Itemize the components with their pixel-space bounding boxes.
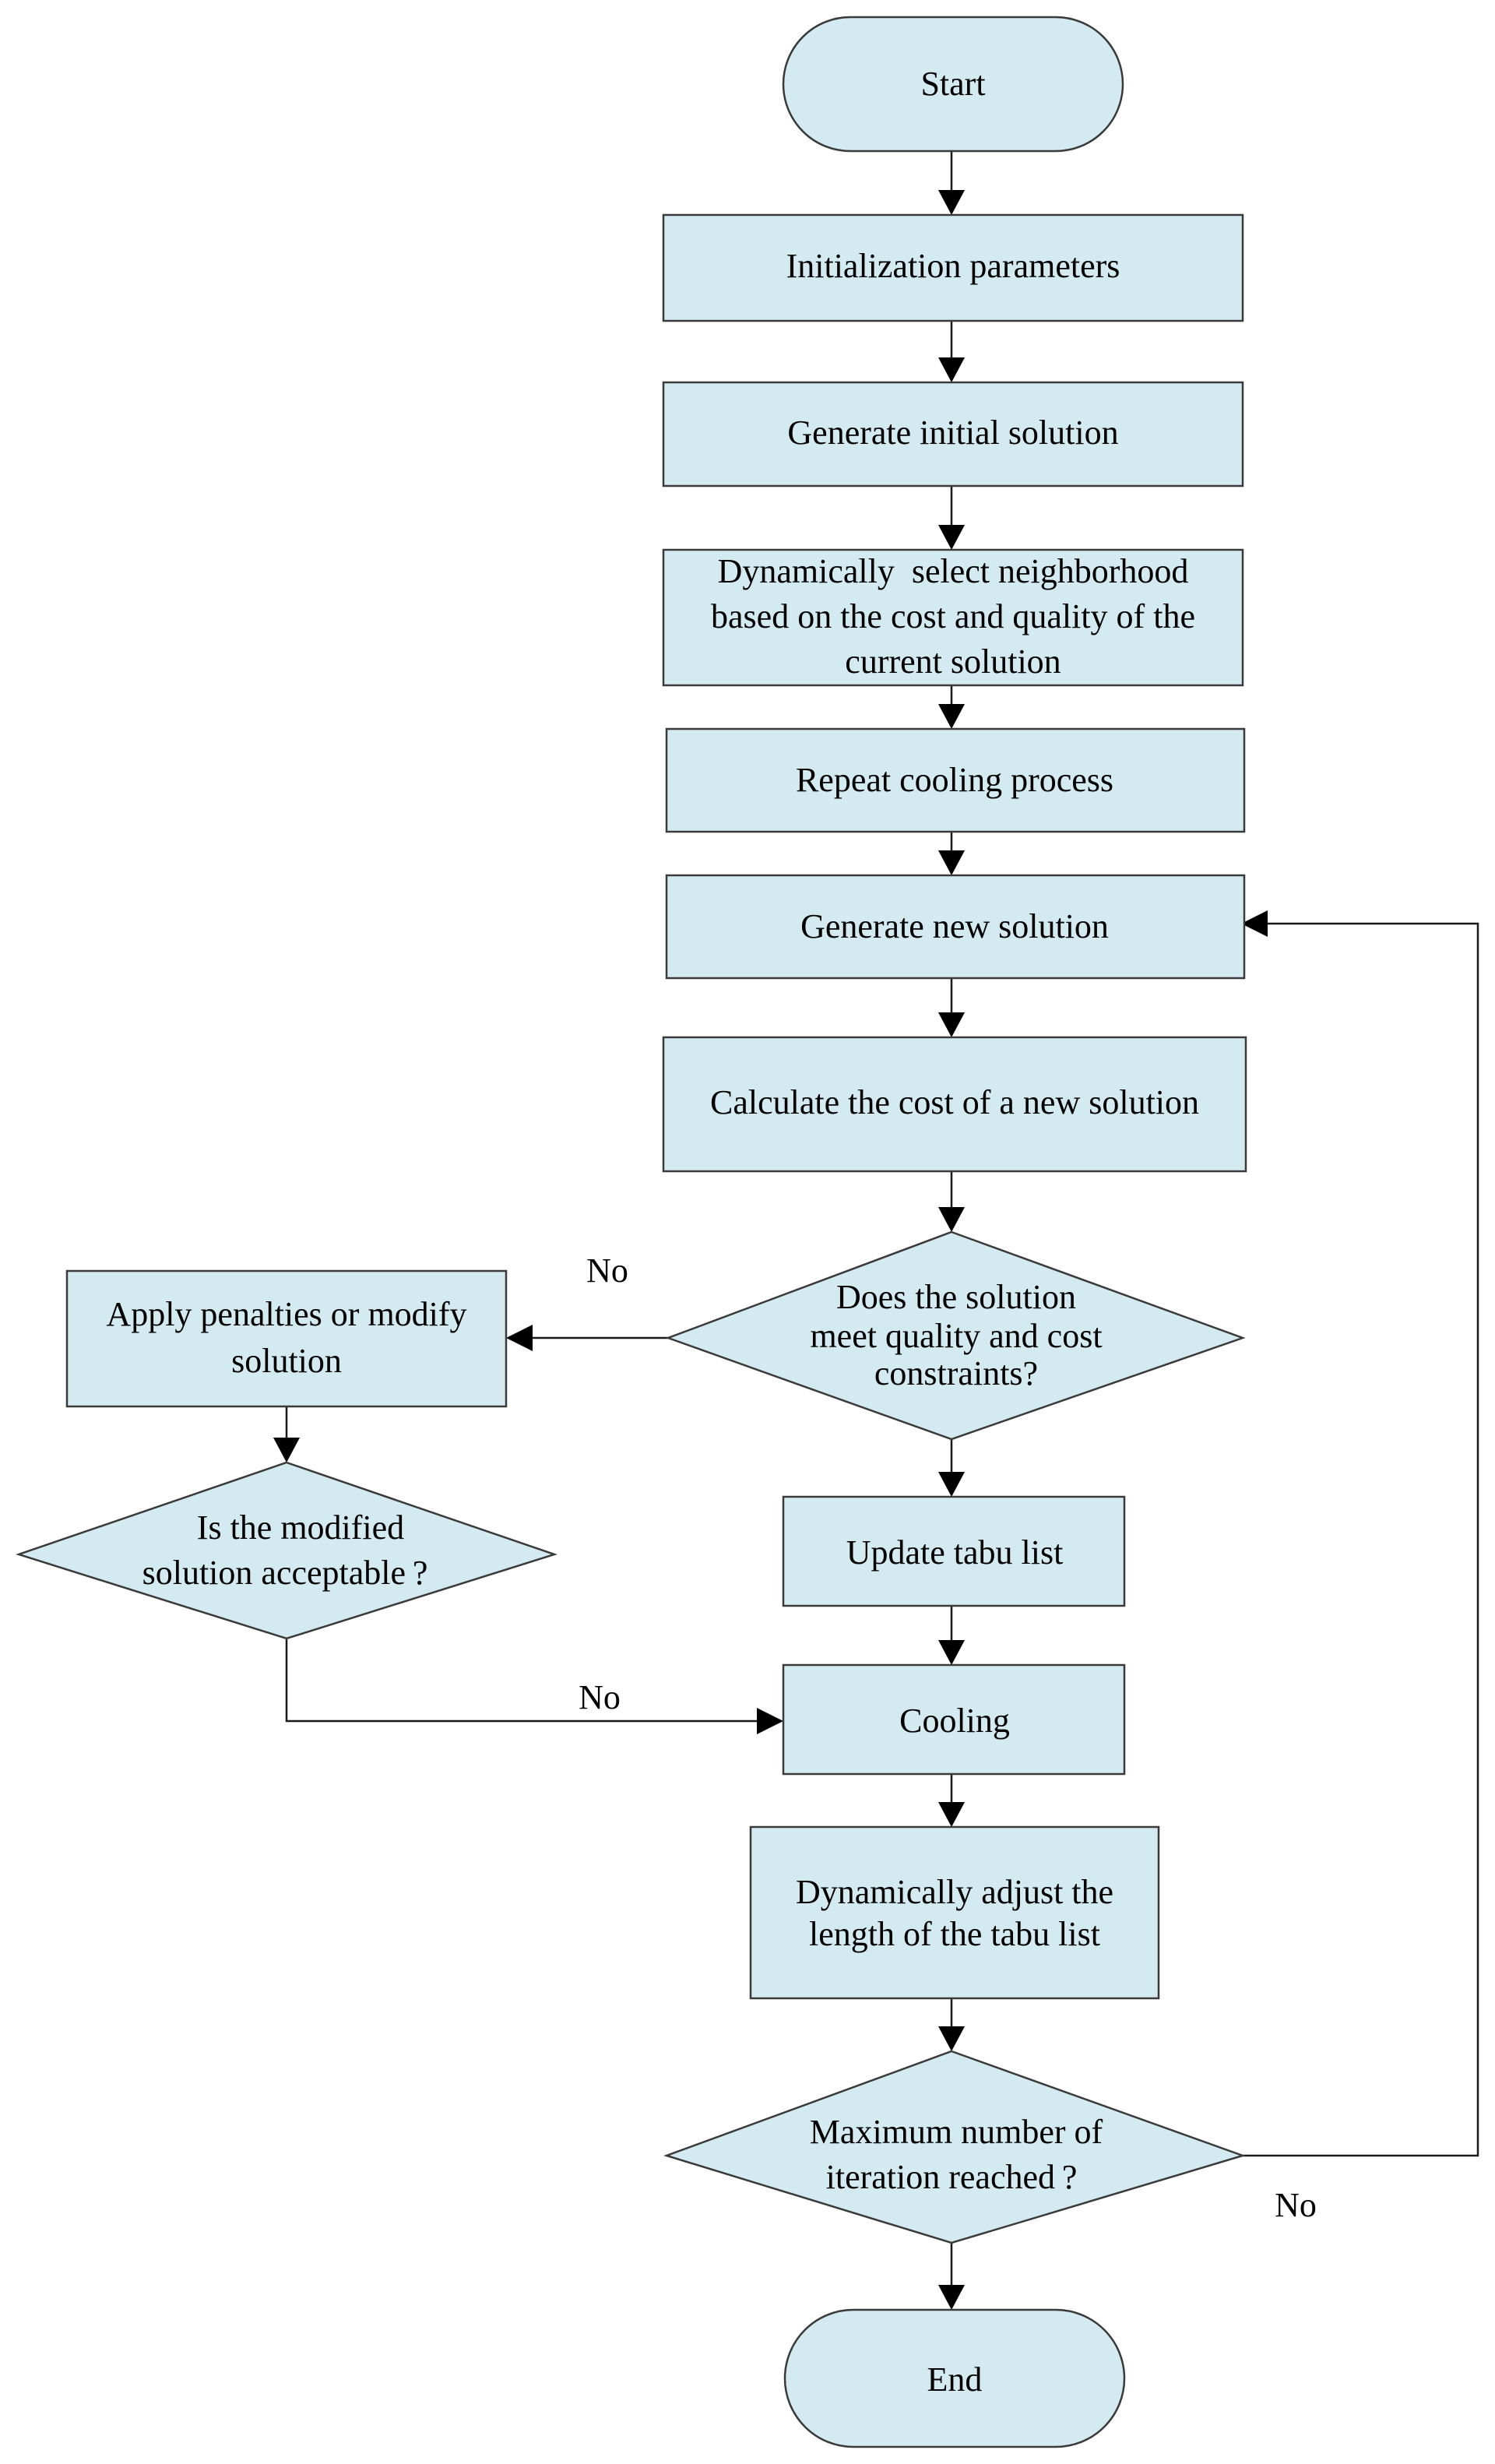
arrowhead-generate-new (938, 850, 965, 875)
arrowhead-repeat-cooling (938, 704, 965, 729)
node-initialization-parameters: Initialization parameters (662, 213, 1244, 322)
node-adjust-tabu-length: Dynamically adjust the length of the tab… (749, 1825, 1160, 2000)
node-decision-quality-cost: Does the solution meet quality and cost … (665, 1230, 1246, 1441)
adjust-tabu-line-2: length of the tabu list (809, 1915, 1100, 1953)
arrowhead-end (938, 2285, 965, 2310)
arrowhead-calculate-cost (938, 1012, 965, 1037)
decision-constraints-line-3: constraints? (874, 1354, 1038, 1392)
node-generate-new-solution: Generate new solution (665, 874, 1246, 980)
edge-acceptable-no-cooling (285, 1639, 762, 1723)
node-start: Start (782, 16, 1124, 153)
arrowhead-init (938, 190, 965, 215)
generate-initial-solution-label: Generate initial solution (787, 414, 1118, 452)
dynamic-select-line-1: Dynamically select neighborhood (718, 552, 1189, 590)
dynamic-select-line-2: based on the cost and quality of the (711, 597, 1195, 635)
decision-acceptable-line-2: solution acceptable ? (142, 1554, 428, 1592)
arrowhead-cooling-from-left (757, 1708, 783, 1734)
arrowhead-generate-initial (938, 357, 965, 382)
arrowhead-adjust-tabu (938, 1802, 965, 1827)
decision-constraints-line-1: Does the solution (836, 1278, 1076, 1316)
node-decision-max-iteration: Maximum number of iteration reached ? (663, 2050, 1247, 2244)
arrowhead-generate-new-loop (1241, 910, 1268, 937)
adjust-tabu-line-1: Dynamically adjust the (796, 1873, 1113, 1911)
arrowheads (273, 190, 1268, 2310)
max-iter-line-2: iteration reached ? (826, 2158, 1078, 2196)
connectors (285, 151, 1479, 2290)
calculate-cost-label: Calculate the cost of a new solution (710, 1083, 1199, 1121)
node-calculate-cost: Calculate the cost of a new solution (662, 1036, 1247, 1173)
decision-acceptable-line-1: Is the modified (197, 1508, 404, 1547)
repeat-cooling-process-label: Repeat cooling process (796, 761, 1113, 799)
cooling-label: Cooling (899, 1702, 1010, 1740)
arrowhead-max-iter (938, 2026, 965, 2051)
arrowhead-dynamic-select (938, 525, 965, 550)
arrowhead-apply-penalties (506, 1325, 533, 1351)
dynamic-select-line-3: current solution (845, 642, 1061, 681)
apply-penalties-line-1: Apply penalties or modify (106, 1295, 466, 1333)
edge-max-iter-no-loop (1243, 922, 1479, 2157)
node-repeat-cooling-process: Repeat cooling process (665, 727, 1246, 833)
arrowhead-update-tabu (938, 1472, 965, 1497)
apply-penalties-line-2: solution (231, 1342, 342, 1380)
update-tabu-list-label: Update tabu list (846, 1533, 1064, 1572)
initialization-parameters-label: Initialization parameters (786, 247, 1120, 285)
arrowhead-decision-constraints (938, 1207, 965, 1232)
node-dynamic-neighborhood-selection: Dynamically select neighborhood based on… (662, 548, 1244, 687)
node-decision-acceptable: Is the modified solution acceptable ? (15, 1461, 558, 1640)
generate-new-solution-label: Generate new solution (800, 907, 1109, 945)
decision-constraints-line-2: meet quality and cost (810, 1317, 1102, 1355)
node-update-tabu-list: Update tabu list (782, 1495, 1126, 1607)
node-generate-initial-solution: Generate initial solution (662, 381, 1244, 488)
node-end: End (783, 2308, 1126, 2448)
max-iter-line-1: Maximum number of (810, 2113, 1103, 2151)
end-label: End (927, 2360, 983, 2399)
arrowhead-decision-acceptable (273, 1438, 300, 1463)
arrowhead-cooling (938, 1640, 965, 1665)
edge-label-acceptable-no: No (579, 1678, 621, 1716)
edge-label-max-iter-no: No (1275, 2186, 1317, 2224)
node-apply-penalties: Apply penalties or modify solution (65, 1269, 508, 1408)
node-cooling: Cooling (782, 1663, 1126, 1776)
edge-label-constraints-no: No (586, 1251, 628, 1290)
start-label: Start (920, 65, 985, 103)
